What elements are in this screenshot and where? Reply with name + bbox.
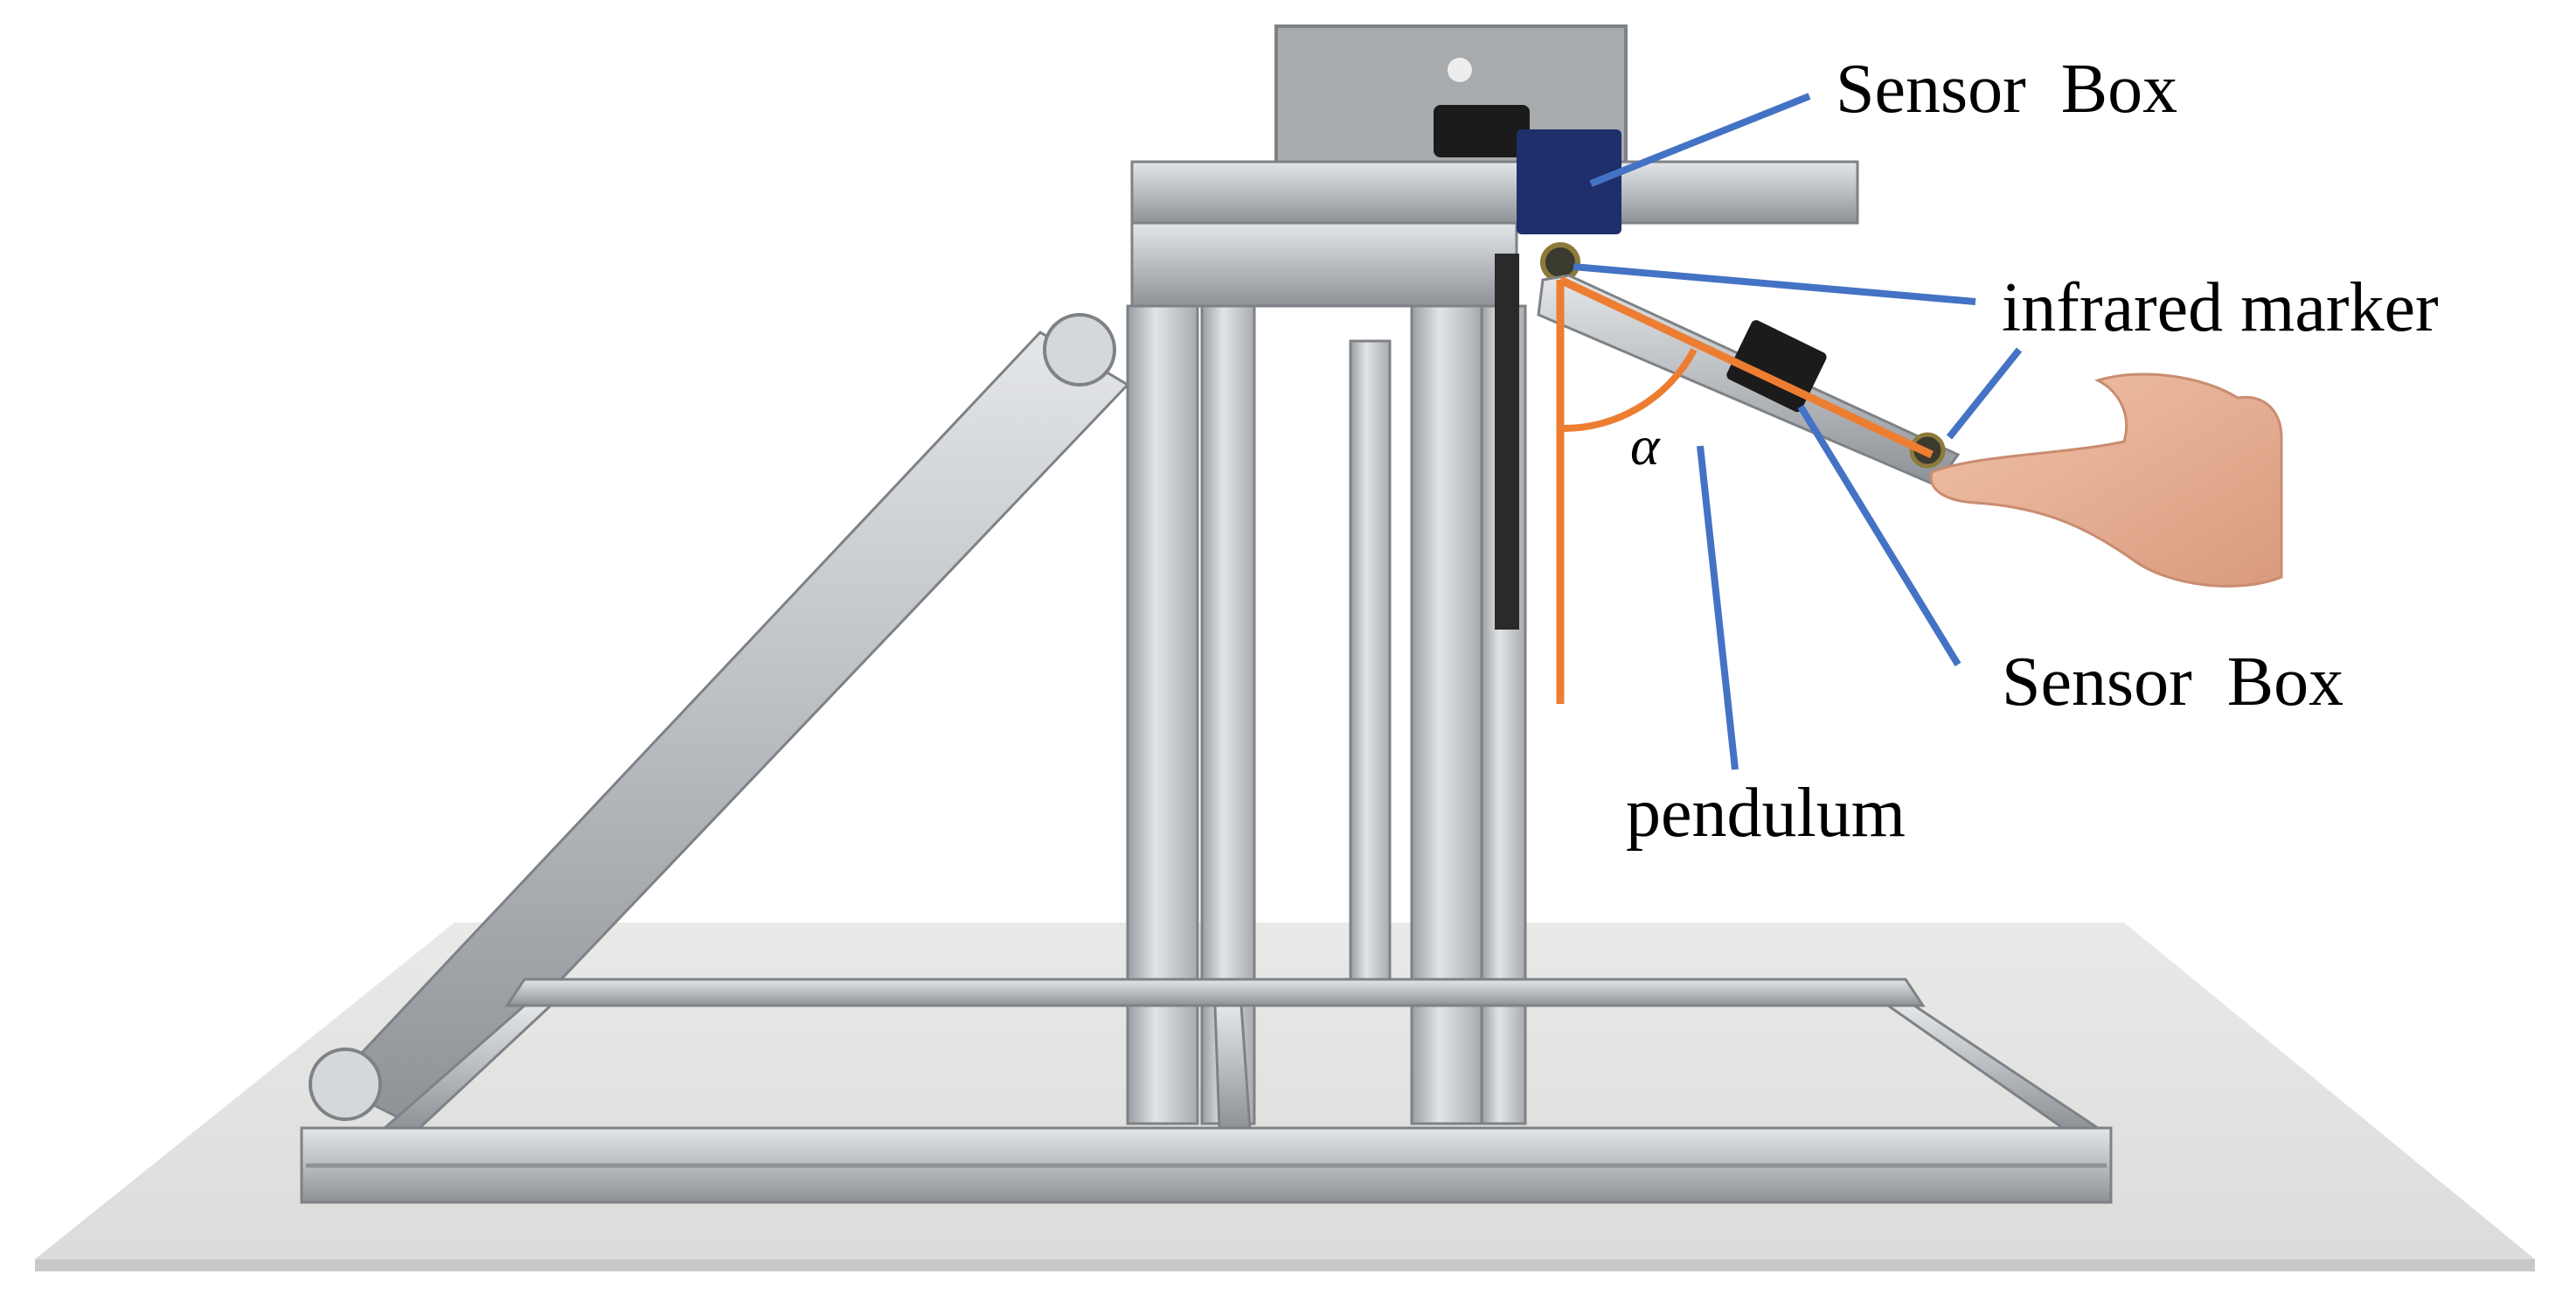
top-frame-beam <box>1130 160 1859 225</box>
top-frame-side <box>1130 221 1518 308</box>
brace-bottom-joint <box>309 1048 382 1121</box>
label-infrared-marker: infrared marker <box>2002 269 2439 346</box>
brace-top-joint <box>1043 313 1116 386</box>
label-sensor-box-bottom: Sensor Box <box>2002 644 2344 721</box>
base-back-rail <box>504 978 1926 1007</box>
angle-alpha-symbol: α <box>1630 414 1660 477</box>
pendulum-sensor-box <box>1726 320 1827 413</box>
pendulum-axis-line <box>1559 275 1934 459</box>
black-bracket <box>1495 254 1519 630</box>
angle-arc <box>1559 348 1698 433</box>
infrared-marker-dot <box>1540 242 1580 282</box>
table-edge <box>35 1259 2535 1271</box>
leader-sensor-box-bottom <box>1797 404 1962 667</box>
leader-infrared-marker-tip <box>1946 347 2023 440</box>
leader-pendulum <box>1697 445 1739 770</box>
plate-hole <box>1448 58 1472 82</box>
hand <box>1929 372 2283 588</box>
label-pendulum: pendulum <box>1626 775 1906 852</box>
leader-infrared-marker <box>1573 263 1976 305</box>
top-sensor-box <box>1517 129 1621 234</box>
mid-post <box>1349 339 1392 990</box>
leader-sensor-box-top <box>1589 93 1811 187</box>
top-sensor-module <box>1434 105 1530 157</box>
label-sensor-box-top: Sensor Box <box>1836 51 2178 128</box>
